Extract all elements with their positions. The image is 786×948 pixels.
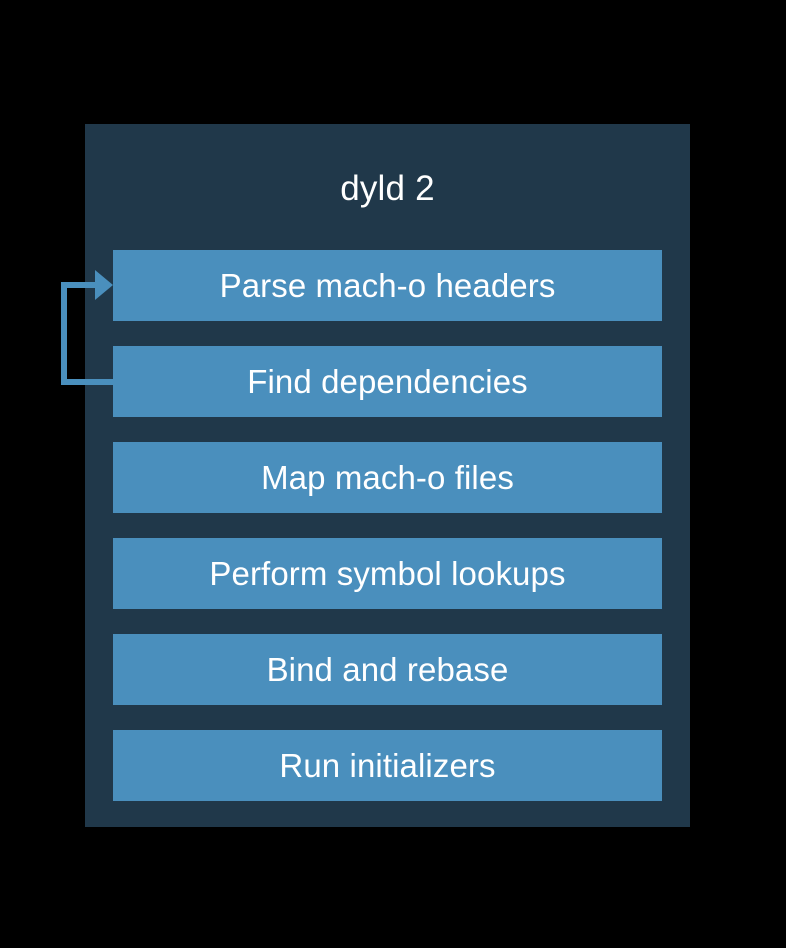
step-label: Map mach-o files — [261, 458, 514, 496]
dyld2-panel: dyld 2 Parse mach-o headers Find depende… — [85, 124, 690, 827]
step-box-bind-and-rebase[interactable]: Bind and rebase — [113, 634, 662, 705]
step-label: Parse mach-o headers — [219, 266, 556, 304]
loop-back-arrow-icon — [61, 270, 113, 385]
step-list: Parse mach-o headers Find dependencies M… — [113, 250, 662, 801]
step-box-map-mach-o-files[interactable]: Map mach-o files — [113, 442, 662, 513]
step-label: Find dependencies — [247, 362, 528, 400]
step-box-parse-mach-o-headers[interactable]: Parse mach-o headers — [113, 250, 662, 321]
step-box-perform-symbol-lookups[interactable]: Perform symbol lookups — [113, 538, 662, 609]
page-title: dyld 2 — [340, 169, 435, 208]
step-box-find-dependencies[interactable]: Find dependencies — [113, 346, 662, 417]
loop-arrow-path — [61, 282, 113, 385]
step-box-run-initializers[interactable]: Run initializers — [113, 730, 662, 801]
loop-arrow-head — [95, 270, 113, 300]
step-label: Perform symbol lookups — [209, 554, 566, 592]
step-label: Bind and rebase — [266, 650, 509, 688]
step-label: Run initializers — [279, 746, 496, 784]
